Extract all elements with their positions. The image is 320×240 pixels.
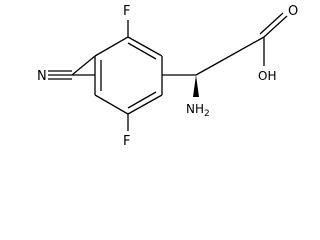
ring-bond-c1-c2 [127, 36, 163, 57]
amino-label: NH2 [186, 102, 210, 119]
structure-diagram: F F N O OH NH2 [37, 4, 298, 149]
fluorine-top-label: F [123, 4, 130, 19]
carbonyl-oxygen-label: O [288, 4, 298, 19]
nitrile-triple-bond [48, 70, 72, 80]
amino-subscript: 2 [204, 109, 210, 119]
fluorine-bottom-label: F [123, 134, 130, 149]
ring-bond-c2-c3 [94, 36, 129, 57]
ring-bond-c5-c6 [127, 94, 163, 115]
ring-double-c1-c2 [127, 42, 157, 60]
ring-double-c5-c6 [127, 91, 157, 109]
hydroxyl-label: OH [258, 69, 276, 83]
carbonyl-double-bond [259, 12, 288, 38]
ring-bond-c4-c5 [94, 94, 129, 115]
bond-stereocenter-to-ch2 [195, 55, 231, 76]
amino-nh: NH [186, 102, 204, 116]
bond-c4-cn [71, 55, 96, 76]
stereo-wedge-bond [193, 75, 199, 97]
bond-ch2-to-carboxyl [229, 36, 265, 57]
benzene-ring [94, 36, 163, 115]
nitrile-nitrogen-label: N [37, 69, 47, 84]
